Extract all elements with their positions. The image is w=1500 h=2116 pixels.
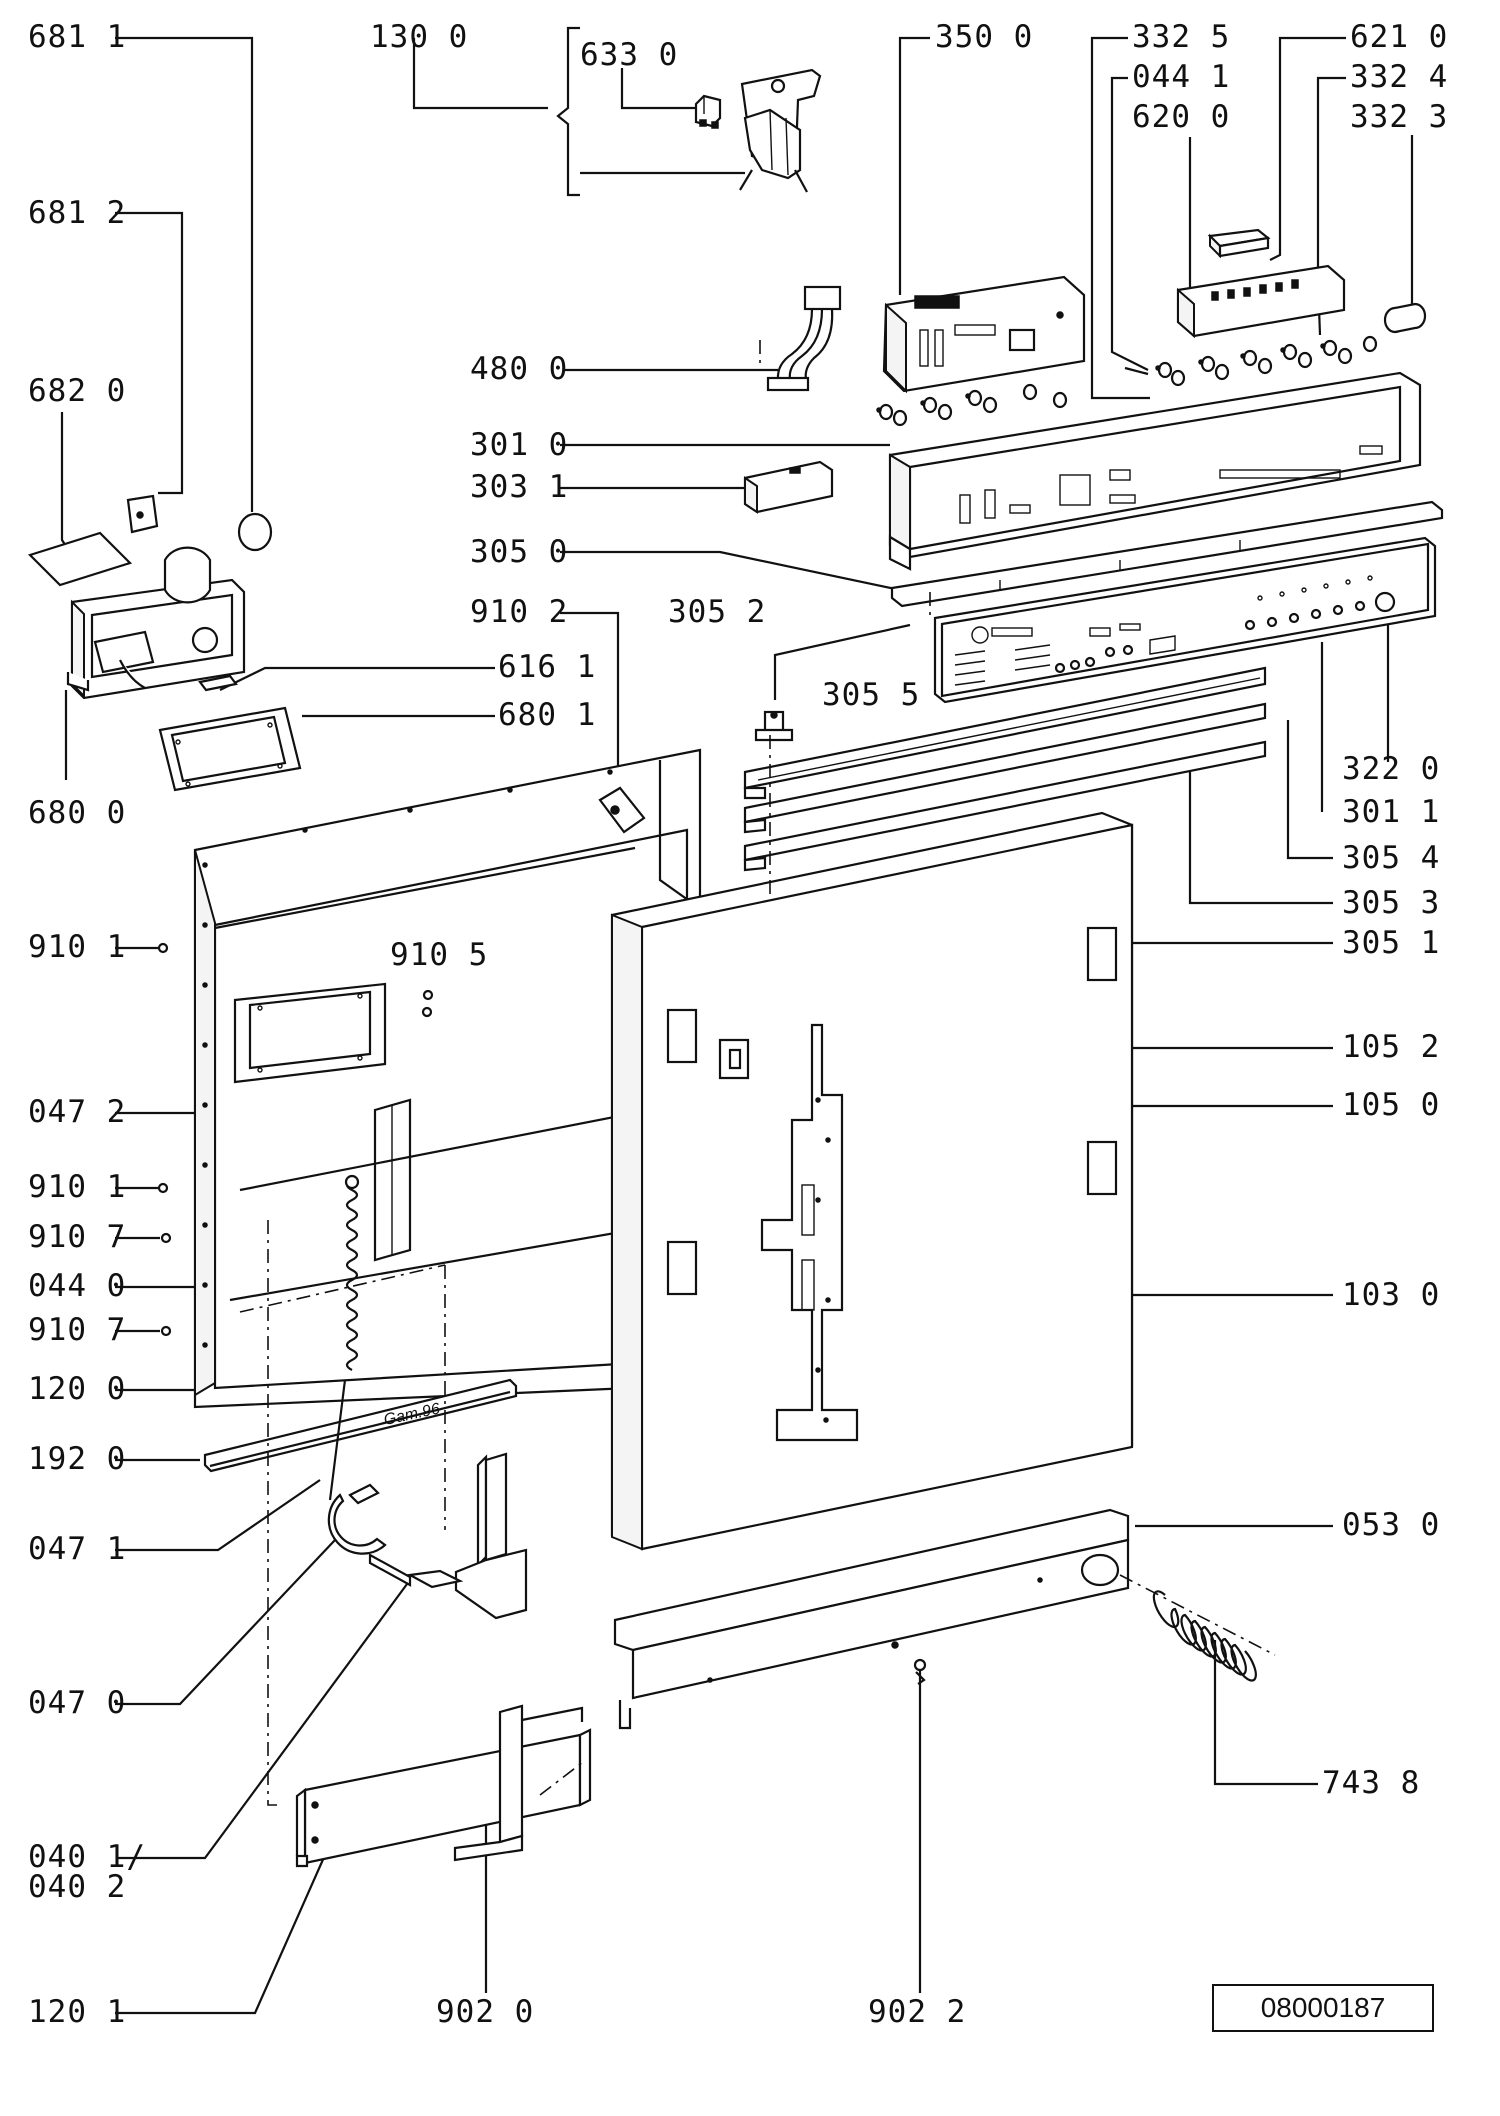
- part-120-0-inner-door: [193, 748, 702, 1409]
- document-number-box: 08000187: [1212, 1984, 1434, 2032]
- label-044-0: 044 0: [28, 1268, 127, 1304]
- part-130-0-door-latch: [739, 68, 822, 193]
- label-053-0: 053 0: [1342, 1507, 1441, 1543]
- label-120-1: 120 1: [28, 1994, 127, 2030]
- part-350-0-control-module: [882, 275, 1086, 394]
- part-743-8-spring: [1119, 1574, 1276, 1682]
- part-305-0-trim-strip: [890, 500, 1444, 608]
- label-301-0: 301 0: [470, 427, 569, 463]
- part-040-hinge-bracket: [406, 1452, 528, 1620]
- part-303-1-handle: [743, 460, 834, 514]
- label-902-0: 902 0: [436, 1994, 535, 2030]
- label-480-0: 480 0: [470, 351, 569, 387]
- label-044-1: 044 1: [1132, 59, 1231, 95]
- label-902-2: 902 2: [868, 1994, 967, 2030]
- label-305-1: 305 1: [1342, 925, 1441, 961]
- part-305-2-clip: [754, 710, 794, 742]
- label-047-1: 047 1: [28, 1531, 127, 1567]
- label-616-1: 616 1: [498, 649, 597, 685]
- label-322-0: 322 0: [1342, 751, 1441, 787]
- part-332-3-knob: [1383, 302, 1427, 334]
- part-633-0-clip: [694, 94, 722, 129]
- label-681-1: 681 1: [28, 19, 127, 55]
- label-303-1: 303 1: [470, 469, 569, 505]
- label-047-2: 047 2: [28, 1094, 127, 1130]
- label-910-2: 910 2: [470, 594, 569, 630]
- part-305-rails: [743, 666, 1267, 872]
- label-305-0: 305 0: [470, 534, 569, 570]
- part-103-0-outer-door: [610, 811, 1134, 1551]
- label-105-0: 105 0: [1342, 1087, 1441, 1123]
- part-332-4-knobs: [876, 335, 1378, 427]
- label-305-3: 305 3: [1342, 885, 1441, 921]
- label-682-0: 682 0: [28, 373, 127, 409]
- part-053-0-kick-rail: [613, 1508, 1130, 1730]
- label-301-1: 301 1: [1342, 794, 1441, 830]
- label-047-0: 047 0: [28, 1685, 127, 1721]
- label-040-1: 040 1/: [28, 1839, 146, 1875]
- part-301-1-fascia: [933, 536, 1437, 704]
- label-680-1: 680 1: [498, 697, 597, 733]
- label-350-0: 350 0: [935, 19, 1034, 55]
- part-047-0-lever: [327, 1483, 412, 1587]
- part-480-0-wire-harness: [766, 285, 842, 392]
- part-621-0-relay: [1207, 228, 1271, 259]
- label-040-2: 040 2: [28, 1869, 127, 1905]
- part-301-0-control-panel: [888, 371, 1422, 571]
- part-192-0-seal-strip: [203, 1378, 518, 1473]
- label-910-7-upper: 910 7: [28, 1219, 127, 1255]
- label-192-0: 192 0: [28, 1441, 127, 1477]
- label-305-5: 305 5: [822, 677, 921, 713]
- label-105-2: 105 2: [1342, 1029, 1441, 1065]
- label-305-4: 305 4: [1342, 840, 1441, 876]
- label-103-0: 103 0: [1342, 1277, 1441, 1313]
- label-633-0: 633 0: [580, 37, 679, 73]
- label-680-0: 680 0: [28, 795, 127, 831]
- part-680-1-gasket: [158, 706, 302, 792]
- label-910-1-upper: 910 1: [28, 929, 127, 965]
- label-332-5: 332 5: [1132, 19, 1231, 55]
- part-044-0-spring: [328, 1174, 360, 1501]
- part-682-0-dispenser: [27, 494, 273, 700]
- part-902-0-l-bracket: [453, 1704, 584, 1862]
- construction-lines: [239, 340, 931, 1806]
- label-910-5: 910 5: [390, 937, 489, 973]
- label-120-0: 120 0: [28, 1371, 127, 1407]
- label-910-1-lower: 910 1: [28, 1169, 127, 1205]
- label-305-2: 305 2: [668, 594, 767, 630]
- label-910-7-lower: 910 7: [28, 1312, 127, 1348]
- part-620-0-switch-block: [1176, 264, 1346, 339]
- label-743-8: 743 8: [1322, 1765, 1421, 1801]
- label-681-2: 681 2: [28, 195, 127, 231]
- part-120-1-lower-panel: [295, 1728, 592, 1868]
- label-621-0: 621 0: [1350, 19, 1449, 55]
- label-332-3: 332 3: [1350, 99, 1449, 135]
- label-130-0: 130 0: [370, 19, 469, 55]
- part-332-5-pin: [1124, 366, 1149, 376]
- label-620-0: 620 0: [1132, 99, 1231, 135]
- label-332-4: 332 4: [1350, 59, 1449, 95]
- screws: [157, 942, 433, 1337]
